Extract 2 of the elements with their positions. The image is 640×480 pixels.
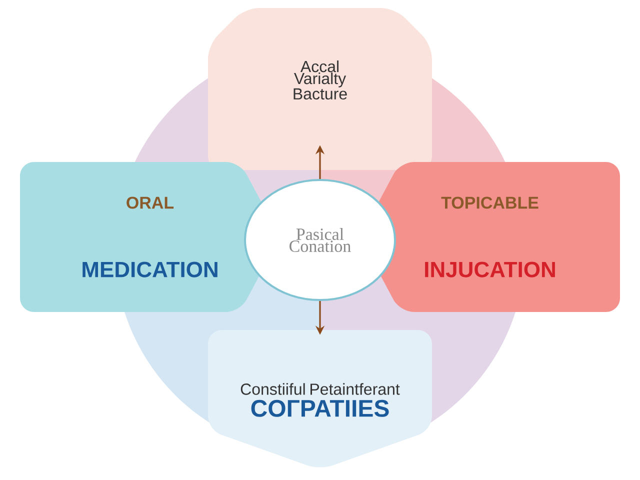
hexagon-panel: Constiiful Petaintferant COГPATIIES bbox=[208, 330, 432, 468]
hexagon-panel: Accal Varialty Bacture bbox=[208, 8, 432, 170]
